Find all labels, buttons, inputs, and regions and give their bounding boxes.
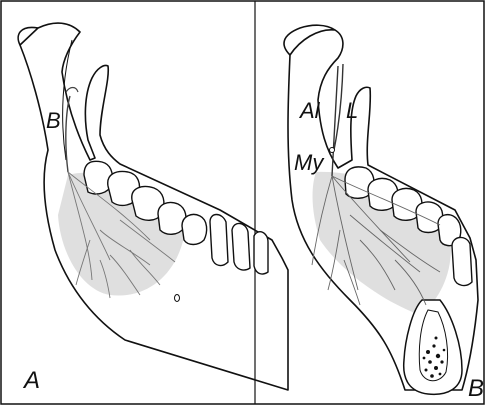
tooth-b-canine bbox=[452, 237, 472, 285]
panel-a-label: A bbox=[22, 367, 40, 394]
tooth-incisor-2 bbox=[232, 223, 250, 270]
panel-a-nerve-loop bbox=[66, 88, 78, 93]
tooth-incisor-1 bbox=[254, 232, 268, 274]
tooth-premolar-1 bbox=[182, 214, 207, 244]
panel-b: Al L My B bbox=[284, 25, 484, 402]
panel-a: B A bbox=[18, 23, 288, 394]
panel-b-mylohyoid-point bbox=[330, 148, 335, 153]
panel-a-mental-foramen bbox=[175, 295, 180, 302]
panel-b-label-l: L bbox=[346, 98, 358, 123]
panel-b-nerve-alveolar bbox=[332, 66, 338, 176]
tooth-canine bbox=[210, 215, 228, 266]
panel-b-label-al: Al bbox=[298, 98, 321, 123]
panel-b-label-my: My bbox=[294, 150, 325, 175]
panel-a-nerve-label: B bbox=[46, 108, 61, 133]
panel-b-label: B bbox=[468, 375, 484, 402]
